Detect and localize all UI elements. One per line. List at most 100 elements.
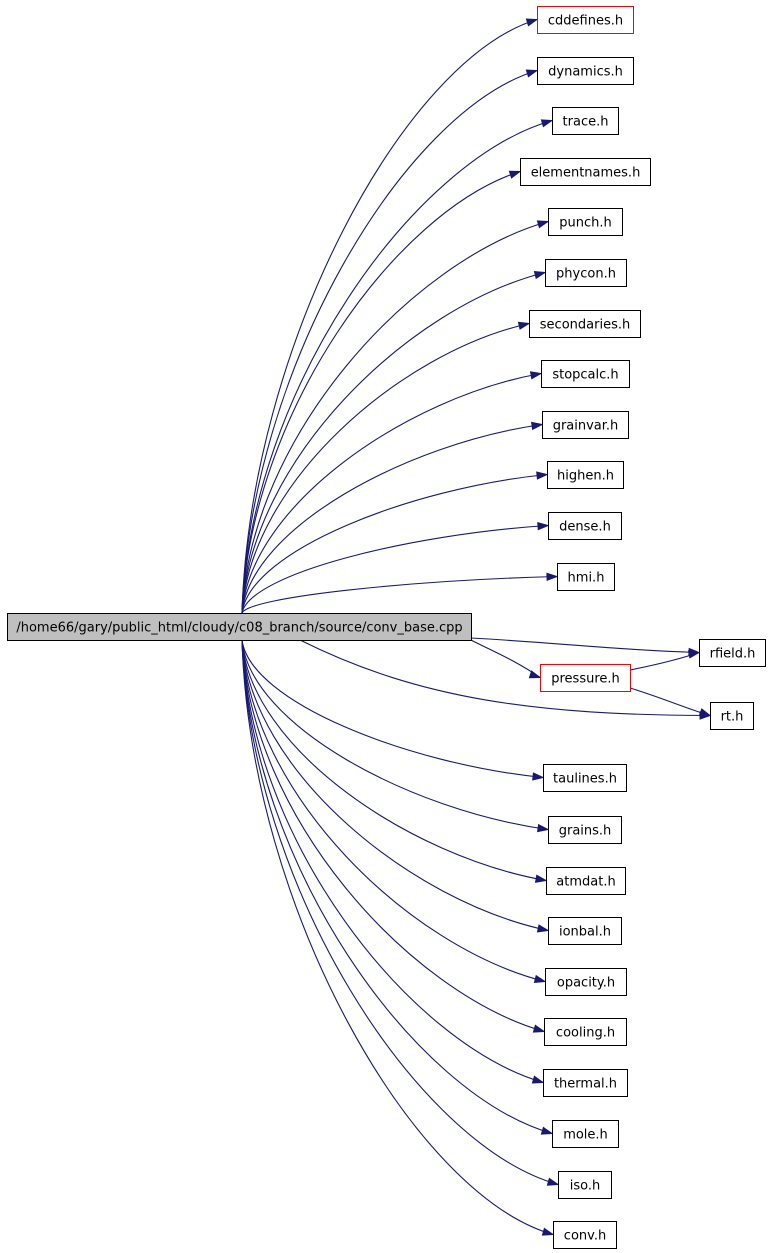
node-cddefines[interactable]: cddefines.h	[537, 6, 634, 34]
edge-root-to-cooling	[241, 639, 545, 1033]
arrowhead-phycon	[533, 270, 547, 280]
node-dynamics[interactable]: dynamics.h	[537, 57, 634, 85]
edge-pressure-to-rt	[629, 687, 711, 717]
node-conv[interactable]: conv.h	[553, 1221, 617, 1249]
node-box	[545, 259, 627, 287]
edge-root-to-atmdat	[241, 639, 547, 882]
node-box	[520, 158, 651, 186]
node-cooling[interactable]: cooling.h	[544, 1018, 627, 1046]
nodes-layer: /home66/gary/public_html/cloudy/c08_bran…	[7, 6, 766, 1249]
arrowhead-secondaries	[517, 321, 531, 330]
node-box	[546, 867, 626, 895]
node-label: stopcalc.h	[552, 368, 618, 383]
node-label: pressure.h	[551, 672, 620, 687]
node-elementnames[interactable]: elementnames.h	[520, 158, 651, 186]
edge-root-to-punch	[241, 220, 549, 614]
node-label: conv.h	[564, 1229, 606, 1244]
node-box	[540, 664, 631, 692]
arrowhead-punch	[536, 220, 550, 229]
node-label: phycon.h	[556, 267, 616, 282]
node-label: grains.h	[559, 824, 612, 839]
arrowhead-stopcalc	[529, 371, 543, 380]
arrowhead-opacity	[533, 974, 547, 984]
edge-root-to-cddefines	[241, 18, 538, 614]
node-label: elementnames.h	[531, 166, 641, 181]
node-label: dynamics.h	[548, 65, 623, 80]
arrowhead-pressure	[528, 670, 542, 679]
node-ionbal[interactable]: ionbal.h	[548, 917, 622, 945]
node-opacity[interactable]: opacity.h	[545, 968, 627, 996]
edge-root-to-dense	[241, 524, 549, 614]
node-secondaries[interactable]: secondaries.h	[529, 310, 641, 338]
node-label: secondaries.h	[540, 318, 630, 333]
arrowhead-rfield	[687, 650, 701, 659]
node-thermal[interactable]: thermal.h	[543, 1069, 628, 1097]
arrowhead-conv	[541, 1227, 555, 1236]
arrowhead-thermal	[531, 1075, 545, 1084]
node-box	[558, 1171, 612, 1199]
edge-root-to-phycon	[241, 271, 546, 614]
node-phycon[interactable]: phycon.h	[545, 259, 627, 287]
node-box	[537, 6, 634, 34]
node-stopcalc[interactable]: stopcalc.h	[541, 360, 630, 388]
node-box	[699, 639, 766, 667]
arrowhead-atmdat	[534, 874, 548, 883]
node-label: punch.h	[559, 216, 612, 231]
node-iso[interactable]: iso.h	[558, 1171, 612, 1199]
edge-root-to-conv	[241, 639, 554, 1236]
node-box	[547, 461, 624, 489]
node-pressure[interactable]: pressure.h	[540, 664, 631, 692]
node-box	[543, 764, 627, 792]
node-grains[interactable]: grains.h	[548, 816, 622, 844]
node-highen[interactable]: highen.h	[547, 461, 624, 489]
node-rt[interactable]: rt.h	[710, 702, 754, 730]
node-box	[710, 702, 754, 730]
node-label: ionbal.h	[559, 925, 611, 940]
node-rfield[interactable]: rfield.h	[699, 639, 766, 667]
root-node-box	[7, 613, 472, 641]
node-box	[544, 1018, 627, 1046]
node-box	[548, 816, 622, 844]
arrowhead-grainvar	[531, 421, 544, 431]
arrowhead-highen	[536, 471, 549, 480]
node-trace[interactable]: trace.h	[552, 107, 619, 135]
edge-root-to-mole	[241, 639, 553, 1135]
node-box	[552, 107, 619, 135]
node-root-file[interactable]: /home66/gary/public_html/cloudy/c08_bran…	[7, 613, 472, 641]
node-taulines[interactable]: taulines.h	[543, 764, 627, 792]
node-label: hmi.h	[568, 571, 605, 586]
edge-root-to-rfield	[470, 637, 700, 654]
root-node-label: /home66/gary/public_html/cloudy/c08_bran…	[16, 621, 462, 636]
node-box	[543, 1069, 628, 1097]
node-hmi[interactable]: hmi.h	[557, 563, 615, 591]
node-label: highen.h	[557, 469, 614, 484]
node-label: dense.h	[559, 520, 611, 535]
arrowhead-cddefines	[525, 18, 539, 27]
node-grainvar[interactable]: grainvar.h	[542, 411, 629, 439]
node-box	[553, 1221, 617, 1249]
node-mole[interactable]: mole.h	[552, 1120, 619, 1148]
arrowhead-hmi	[546, 572, 559, 581]
node-label: mole.h	[563, 1128, 608, 1143]
edge-root-to-elementnames	[241, 170, 521, 614]
edge-root-to-thermal	[241, 639, 544, 1084]
edge-root-to-highen	[241, 473, 548, 614]
edge-root-to-ionbal	[241, 639, 549, 932]
edge-root-to-trace	[241, 119, 553, 614]
arrowhead-cooling	[532, 1024, 546, 1033]
node-label: taulines.h	[553, 772, 617, 787]
edge-root-to-rt	[299, 639, 711, 717]
node-dense[interactable]: dense.h	[548, 512, 622, 540]
node-label: rt.h	[721, 710, 744, 725]
node-label: cooling.h	[556, 1026, 615, 1041]
node-box	[548, 208, 623, 236]
edge-root-to-stopcalc	[241, 372, 542, 614]
node-atmdat[interactable]: atmdat.h	[546, 867, 626, 895]
node-label: grainvar.h	[553, 419, 619, 434]
arrowhead-grains	[537, 823, 550, 833]
edge-root-to-hmi	[241, 575, 558, 614]
node-punch[interactable]: punch.h	[548, 208, 623, 236]
node-label: cddefines.h	[548, 14, 623, 29]
arrowhead-trace	[540, 119, 554, 128]
